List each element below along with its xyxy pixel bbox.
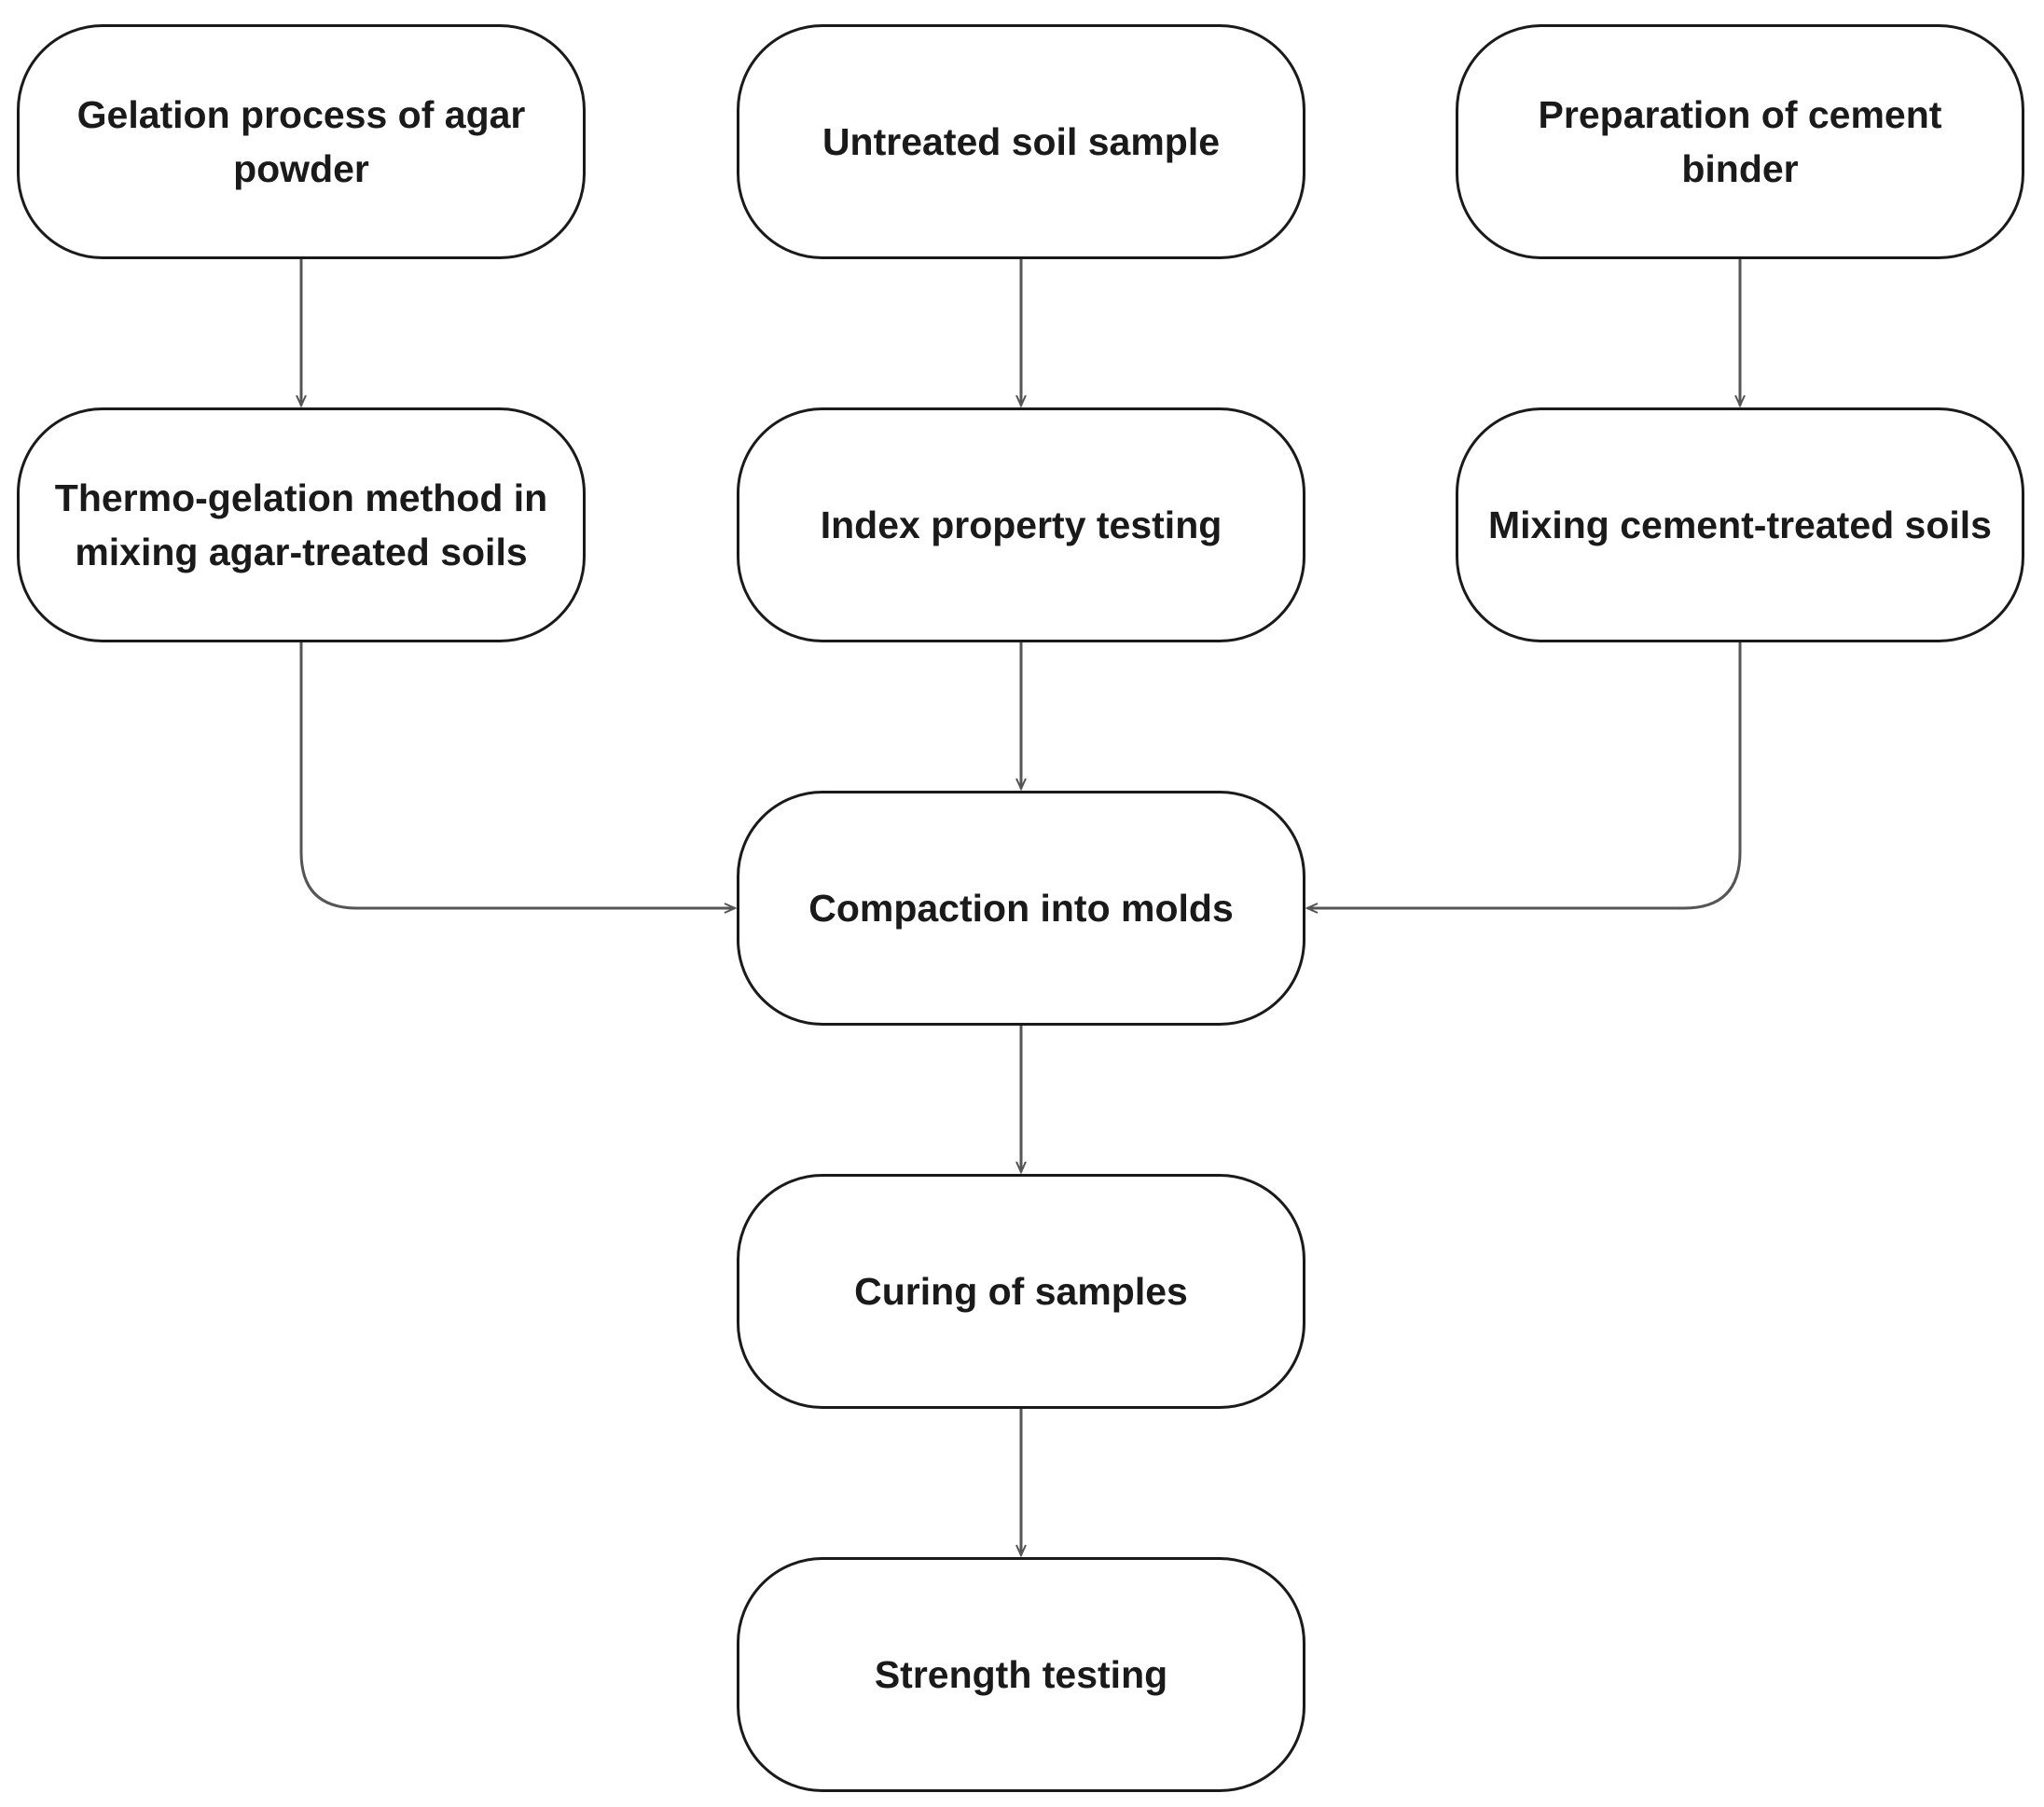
node-mixing-cement-soils: Mixing cement-treated soils	[1456, 407, 2024, 642]
node-label: Mixing cement-treated soils	[1488, 503, 1992, 546]
node-label: Preparation of cement binder	[1538, 93, 1942, 190]
node-label: Curing of samples	[854, 1270, 1188, 1313]
node-untreated-soil: Untreated soil sample	[737, 24, 1305, 259]
node-label: Gelation process of agar powder	[76, 93, 526, 190]
node-label: Compaction into molds	[808, 887, 1234, 930]
node-label: Untreated soil sample	[822, 120, 1221, 163]
node-index-property-testing: Index property testing	[737, 407, 1305, 642]
node-label: Index property testing	[820, 503, 1222, 546]
node-curing: Curing of samples	[737, 1174, 1305, 1409]
node-label: Strength testing	[874, 1653, 1168, 1696]
edge-mixing-to-compaction	[1307, 642, 1742, 908]
node-thermo-gelation: Thermo-gelation method in mixing agar-tr…	[17, 407, 586, 642]
node-label: Thermo-gelation method in mixing agar-tr…	[54, 476, 548, 573]
node-gelation-process: Gelation process of agar powder	[17, 24, 586, 259]
node-compaction: Compaction into molds	[737, 791, 1305, 1026]
node-cement-binder: Preparation of cement binder	[1456, 24, 2024, 259]
edge-thermo-to-compaction	[299, 642, 735, 908]
node-strength-testing: Strength testing	[737, 1557, 1305, 1792]
